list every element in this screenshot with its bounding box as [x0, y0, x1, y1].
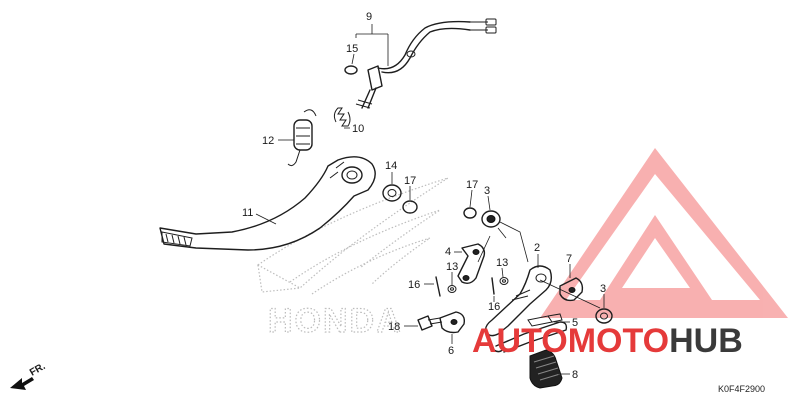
callout-12: 12: [262, 135, 274, 147]
callout-3-upper: 3: [484, 185, 490, 197]
o-ring-left: [402, 200, 418, 214]
leader-13b: [501, 267, 504, 278]
o-ring-right: [463, 207, 477, 219]
return-spring: [287, 109, 317, 167]
pedal-washer: [382, 184, 402, 202]
cotter-pin-left: [435, 276, 441, 297]
callout-2: 2: [534, 242, 540, 254]
leader-9: [355, 24, 389, 66]
callout-10: 10: [352, 123, 364, 135]
callout-17-left: 17: [404, 175, 416, 187]
callout-15: 15: [346, 43, 358, 55]
callout-7: 7: [566, 253, 572, 265]
callout-11: 11: [242, 207, 253, 219]
callout-17-right: 17: [466, 179, 478, 191]
joint-arm: [457, 243, 486, 285]
shift-rubber: [529, 349, 563, 389]
brake-pedal: [159, 156, 376, 251]
callout-16-left: 16: [408, 279, 420, 291]
washer-right: [499, 277, 509, 285]
callout-13-left: 13: [446, 261, 458, 273]
switch-spring: [333, 107, 351, 127]
callout-18: 18: [388, 321, 400, 333]
flange-bolt: [417, 315, 443, 331]
callout-13-right: 13: [496, 257, 508, 269]
shift-joint: [559, 277, 584, 302]
callout-9: 9: [366, 11, 372, 23]
leader-3a: [487, 195, 491, 211]
honda-watermark-word: HONDA: [268, 302, 403, 340]
brand-wordmark: AUTOMOTOHUB: [472, 322, 743, 360]
callout-5: 5: [572, 317, 578, 329]
callout-4: 4: [445, 246, 451, 258]
brand-logo: [540, 148, 788, 318]
honda-wing-watermark: [256, 177, 449, 295]
front-direction-arrow-icon: [10, 377, 34, 390]
callout-6: 6: [448, 345, 454, 357]
diagram-code: K0F4F2900: [718, 384, 765, 394]
dust-seal-lower: [595, 308, 613, 324]
washer-left: [447, 285, 457, 293]
rod-joint-lower: [439, 311, 466, 334]
front-indicator-label: FR.: [28, 361, 48, 379]
brand-part-hub: HUB: [669, 322, 743, 360]
brand-part-auto: AUTO: [472, 322, 568, 360]
stop-switch-assembly: [355, 18, 497, 109]
dust-seal-upper: [481, 210, 501, 228]
leader-17b: [469, 189, 473, 208]
callout-14: 14: [385, 160, 397, 172]
brand-part-moto: MOTO: [568, 322, 669, 360]
callout-3-lower: 3: [600, 283, 606, 295]
leader-1: [497, 227, 507, 239]
leader-11: [255, 213, 277, 225]
pivot-bolt: [527, 313, 563, 327]
wire-clip: [344, 65, 358, 75]
callout-8: 8: [572, 369, 578, 381]
cotter-pin-right: [491, 277, 495, 295]
callout-16-right: 16: [488, 301, 500, 313]
leader-15: [351, 53, 355, 65]
